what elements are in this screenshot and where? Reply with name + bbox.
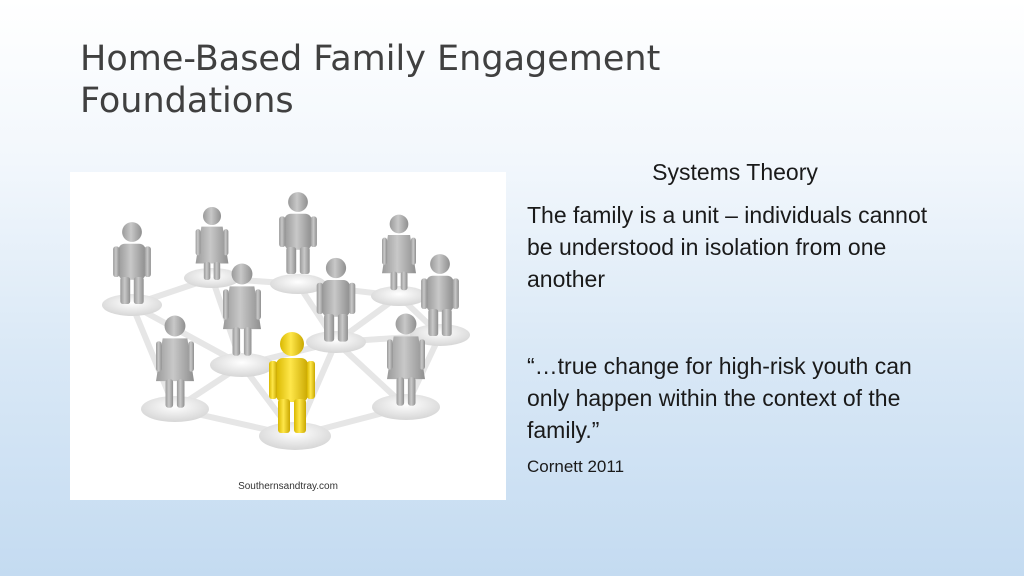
people-network-illustration: [102, 192, 470, 450]
person-figure: [387, 313, 425, 406]
person-figure: [156, 315, 194, 408]
section-heading: Systems Theory: [652, 159, 818, 185]
citation: Cornett 2011: [527, 457, 625, 476]
person-discs: [102, 268, 470, 450]
person-figure: [316, 257, 356, 342]
title-line-2: Foundations: [80, 81, 294, 121]
person-figure: [382, 214, 416, 291]
person-figure: [279, 192, 317, 274]
family-unit-paragraph: The family is a unit – individuals canno…: [527, 202, 928, 292]
slide-title: Home-Based Family Engagement Foundations: [80, 38, 780, 122]
quote-paragraph: “…true change for high-risk youth can on…: [527, 353, 912, 443]
gray-figures: [113, 192, 459, 408]
person-figure: [195, 206, 229, 280]
person-figure: [223, 263, 261, 356]
person-figure: [421, 254, 459, 336]
person-figure: [113, 222, 151, 304]
network-people-image: Southernsandtray.com: [70, 172, 506, 500]
image-credit: Southernsandtray.com: [238, 481, 338, 492]
highlighted-person-figure: [269, 332, 315, 433]
title-line-1: Home-Based Family Engagement: [80, 39, 661, 79]
